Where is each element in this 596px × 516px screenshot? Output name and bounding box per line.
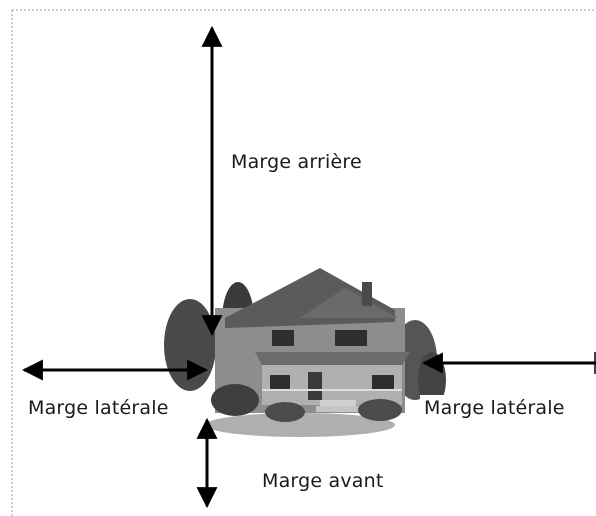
house-illustration <box>164 268 446 437</box>
label-front-setback: Marge avant <box>262 470 384 492</box>
label-side-setback-right: Marge latérale <box>420 395 569 421</box>
label-side-setback-left: Marge latérale <box>24 395 173 421</box>
label-rear-setback: Marge arrière <box>231 151 362 173</box>
lot-border <box>11 9 596 516</box>
